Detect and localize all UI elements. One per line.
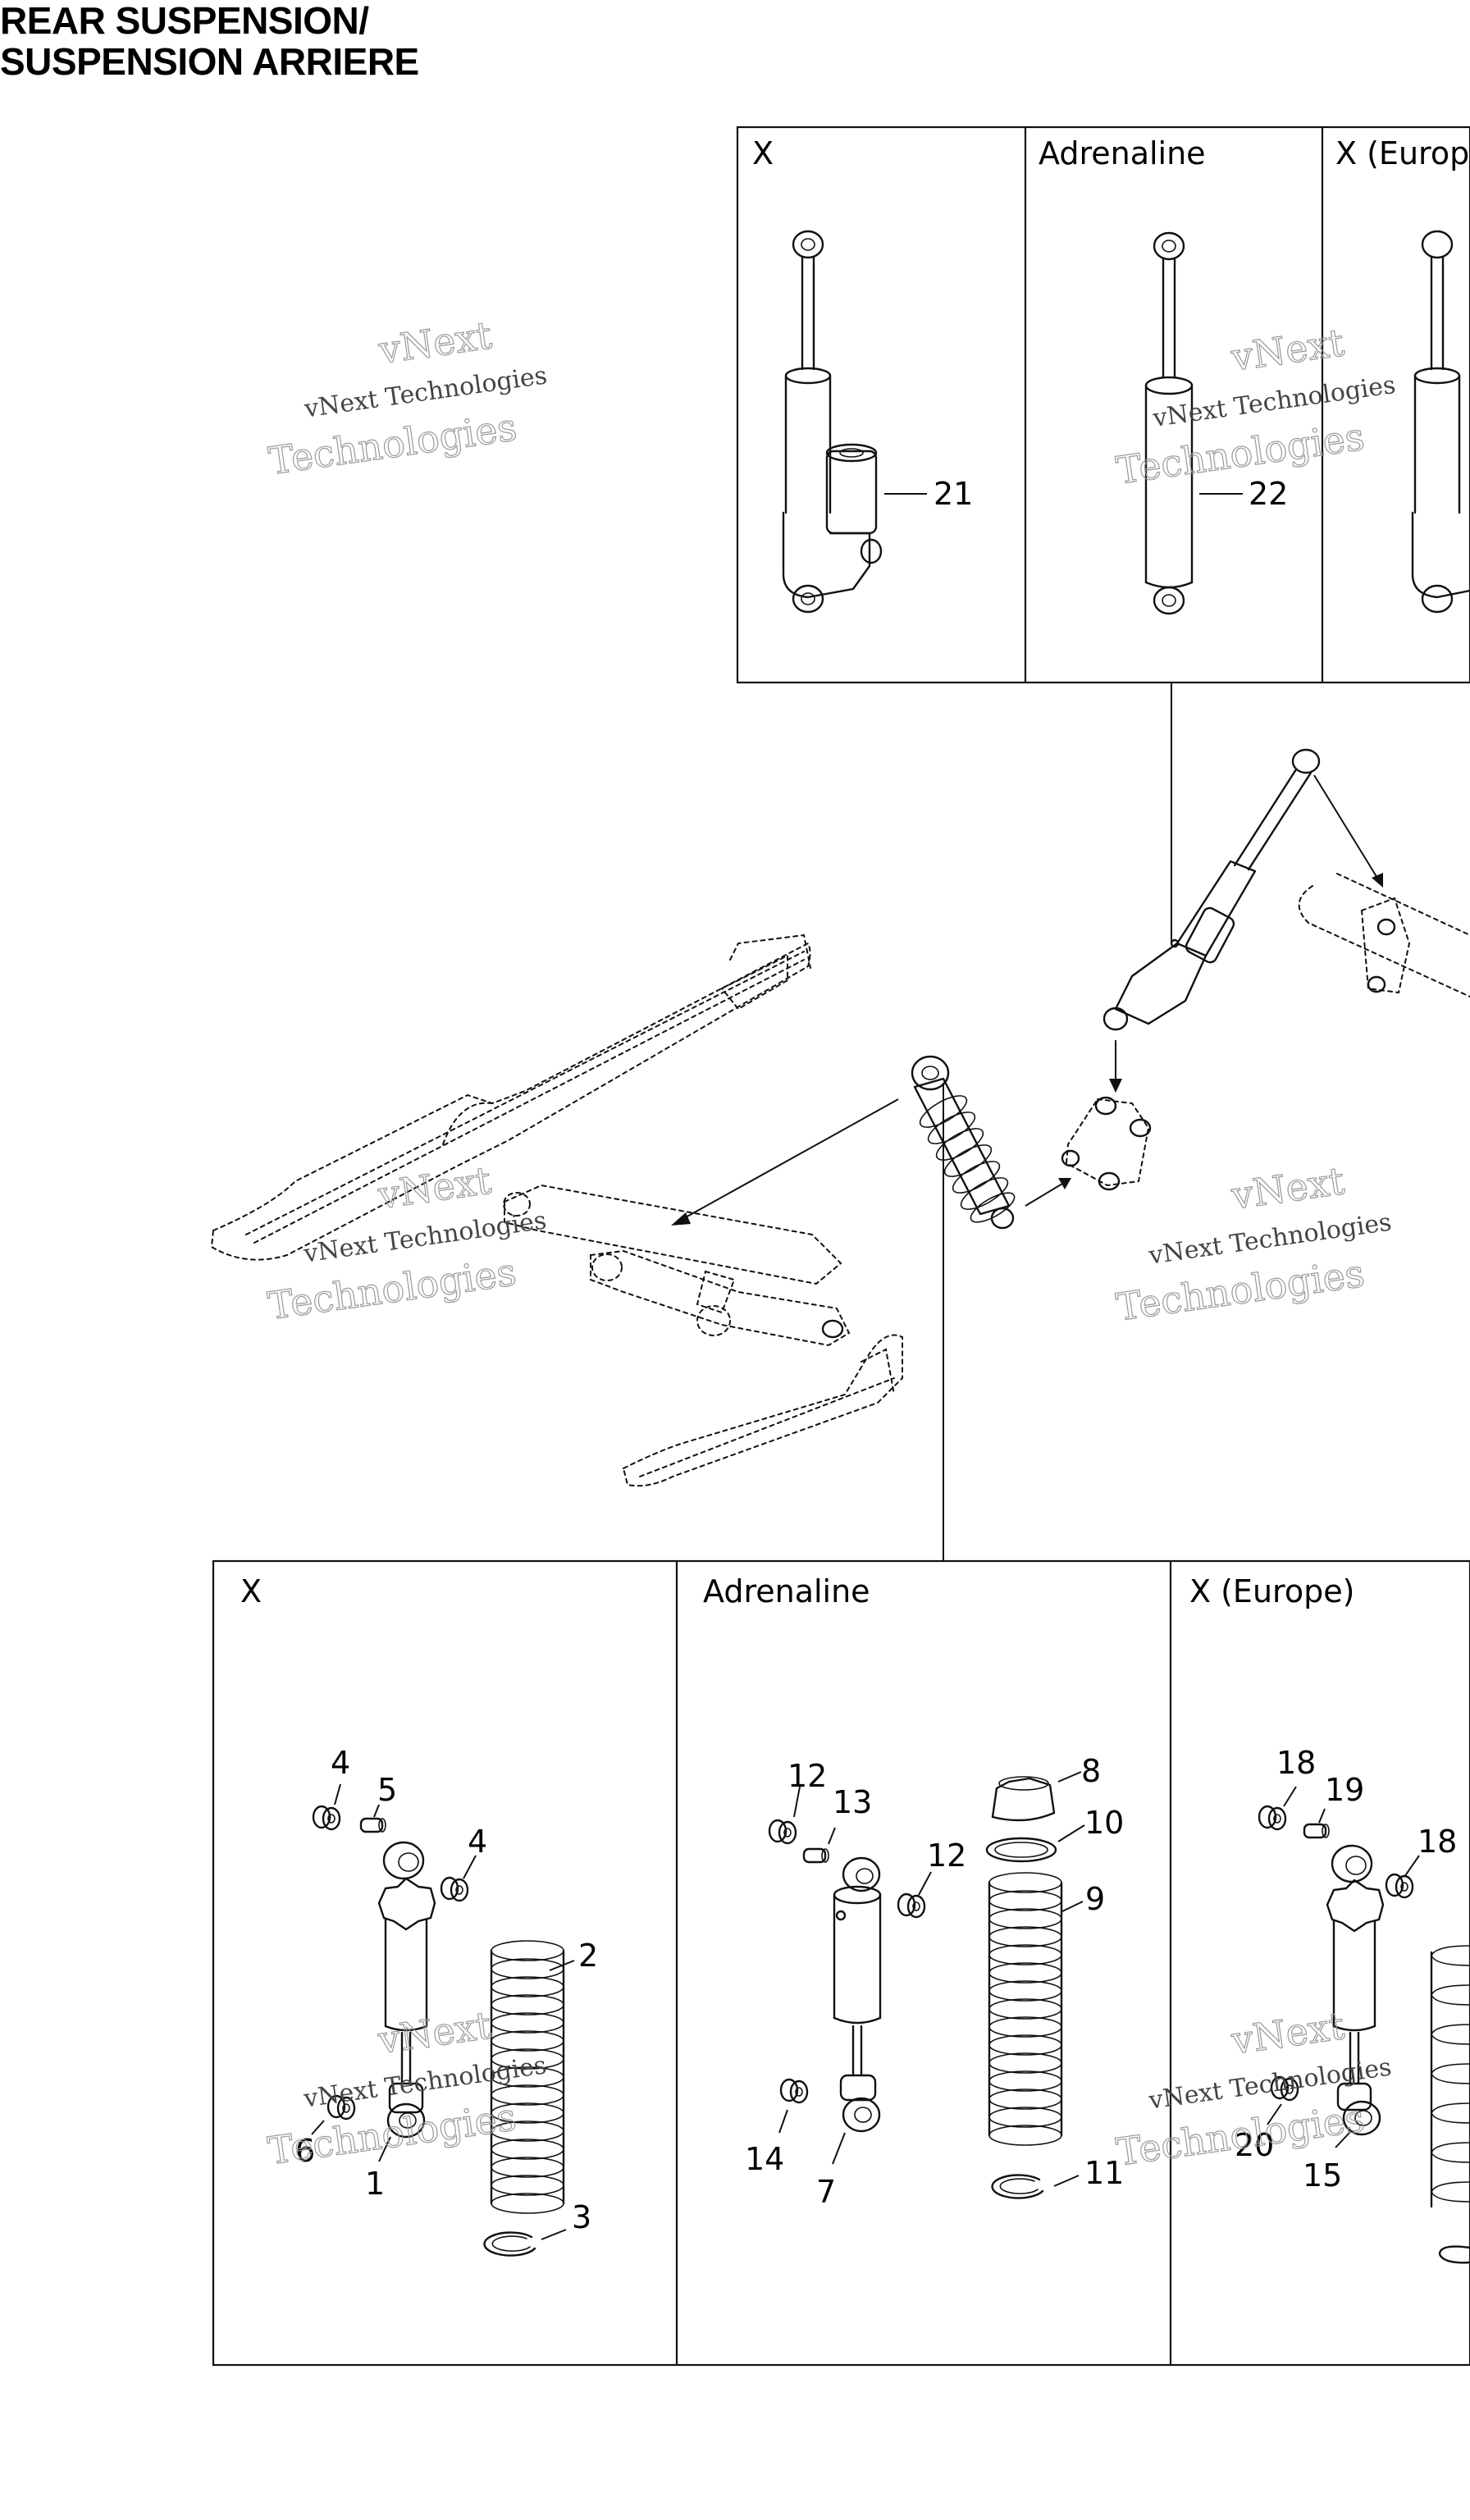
shock-22-drawing: [1144, 231, 1194, 615]
svg-text:vNext: vNext: [376, 313, 495, 372]
callout-18-top: 18: [1276, 1745, 1316, 1781]
x-panel-shock-drawing: [312, 1805, 469, 2139]
top-panel-group: X Adrenaline X (Europ 21: [736, 126, 1470, 684]
main-assembly-drawing: [210, 748, 1470, 1487]
watermark-4: vNext vNext Technologies Technologies: [1113, 1157, 1394, 1330]
callout-12-top: 12: [788, 1758, 827, 1794]
watermark-group: vNext vNext Technologies Technologies vN…: [265, 313, 1398, 2175]
top-panel-label-x: X: [752, 135, 774, 171]
top-panel-frame: [736, 126, 1470, 684]
callout-21: 21: [934, 476, 973, 512]
svg-text:vNext: vNext: [375, 2002, 495, 2062]
callout-8: 8: [1081, 1753, 1101, 1789]
bottom-panel-label-x-europe: X (Europe): [1189, 1573, 1354, 1609]
callout-18-right: 18: [1418, 1824, 1457, 1860]
title-line-2: SUSPENSION ARRIERE: [0, 40, 419, 83]
svg-text:Technologies: Technologies: [1114, 414, 1367, 493]
callout-2: 2: [578, 1938, 598, 1974]
page-title: REAR SUSPENSION/ SUSPENSION ARRIERE: [0, 0, 419, 82]
x-europe-panel-shock-drawing: [1258, 1805, 1470, 2264]
bottom-panel-frame: [212, 1559, 1470, 2367]
callout-20: 20: [1235, 2127, 1274, 2163]
callout-11: 11: [1084, 2155, 1124, 2191]
callout-13: 13: [833, 1784, 872, 1820]
svg-text:vNext: vNext: [1228, 1158, 1348, 1218]
circlip-3: [483, 2231, 536, 2257]
adrenaline-panel-shock-drawing: [768, 1776, 1057, 2133]
callout-4-right: 4: [468, 1824, 487, 1860]
spring-9: [988, 1871, 1063, 2147]
callout-1: 1: [365, 2166, 385, 2202]
callout-7: 7: [816, 2174, 836, 2210]
svg-text:vNext: vNext: [1228, 320, 1348, 380]
watermark-5: vNext vNext Technologies Technologies: [265, 2002, 549, 2174]
svg-text:vNext: vNext: [375, 1157, 495, 1217]
bottom-panel-label-x: X: [240, 1573, 262, 1609]
callout-12-right: 12: [927, 1838, 966, 1874]
callout-3: 3: [572, 2199, 591, 2235]
callout-4-top: 4: [331, 1745, 350, 1781]
callout-22: 22: [1249, 476, 1288, 512]
callout-10: 10: [1084, 1805, 1124, 1841]
title-line-1: REAR SUSPENSION/: [0, 0, 369, 42]
shock-21-drawing: [782, 230, 883, 614]
svg-text:Technologies: Technologies: [266, 404, 519, 483]
svg-text:Technologies: Technologies: [265, 2094, 518, 2173]
top-panel-label-adrenaline: Adrenaline: [1039, 135, 1206, 171]
svg-text:vNext: vNext: [1228, 2003, 1348, 2063]
bottom-panel-group: X Adrenaline X (Europe): [212, 1559, 1470, 2367]
callout-5: 5: [377, 1772, 397, 1808]
circlip-11: [991, 2174, 1044, 2199]
watermark-3: vNext vNext Technologies Technologies: [265, 1157, 549, 1329]
callout-6: 6: [295, 2133, 315, 2169]
callout-19: 19: [1325, 1772, 1364, 1808]
svg-text:Technologies: Technologies: [265, 1249, 518, 1328]
watermark-6: vNext vNext Technologies Technologies: [1113, 2002, 1394, 2175]
top-panel-label-x-europe: X (Europ: [1335, 135, 1469, 171]
shock-x-europe-partial-drawing: [1411, 230, 1470, 614]
callout-14: 14: [745, 2141, 784, 2177]
watermark-1: vNext vNext Technologies Technologies: [266, 313, 550, 484]
callout-9: 9: [1085, 1881, 1105, 1917]
callout-15: 15: [1303, 2157, 1342, 2194]
bottom-panel-label-adrenaline: Adrenaline: [703, 1573, 870, 1609]
